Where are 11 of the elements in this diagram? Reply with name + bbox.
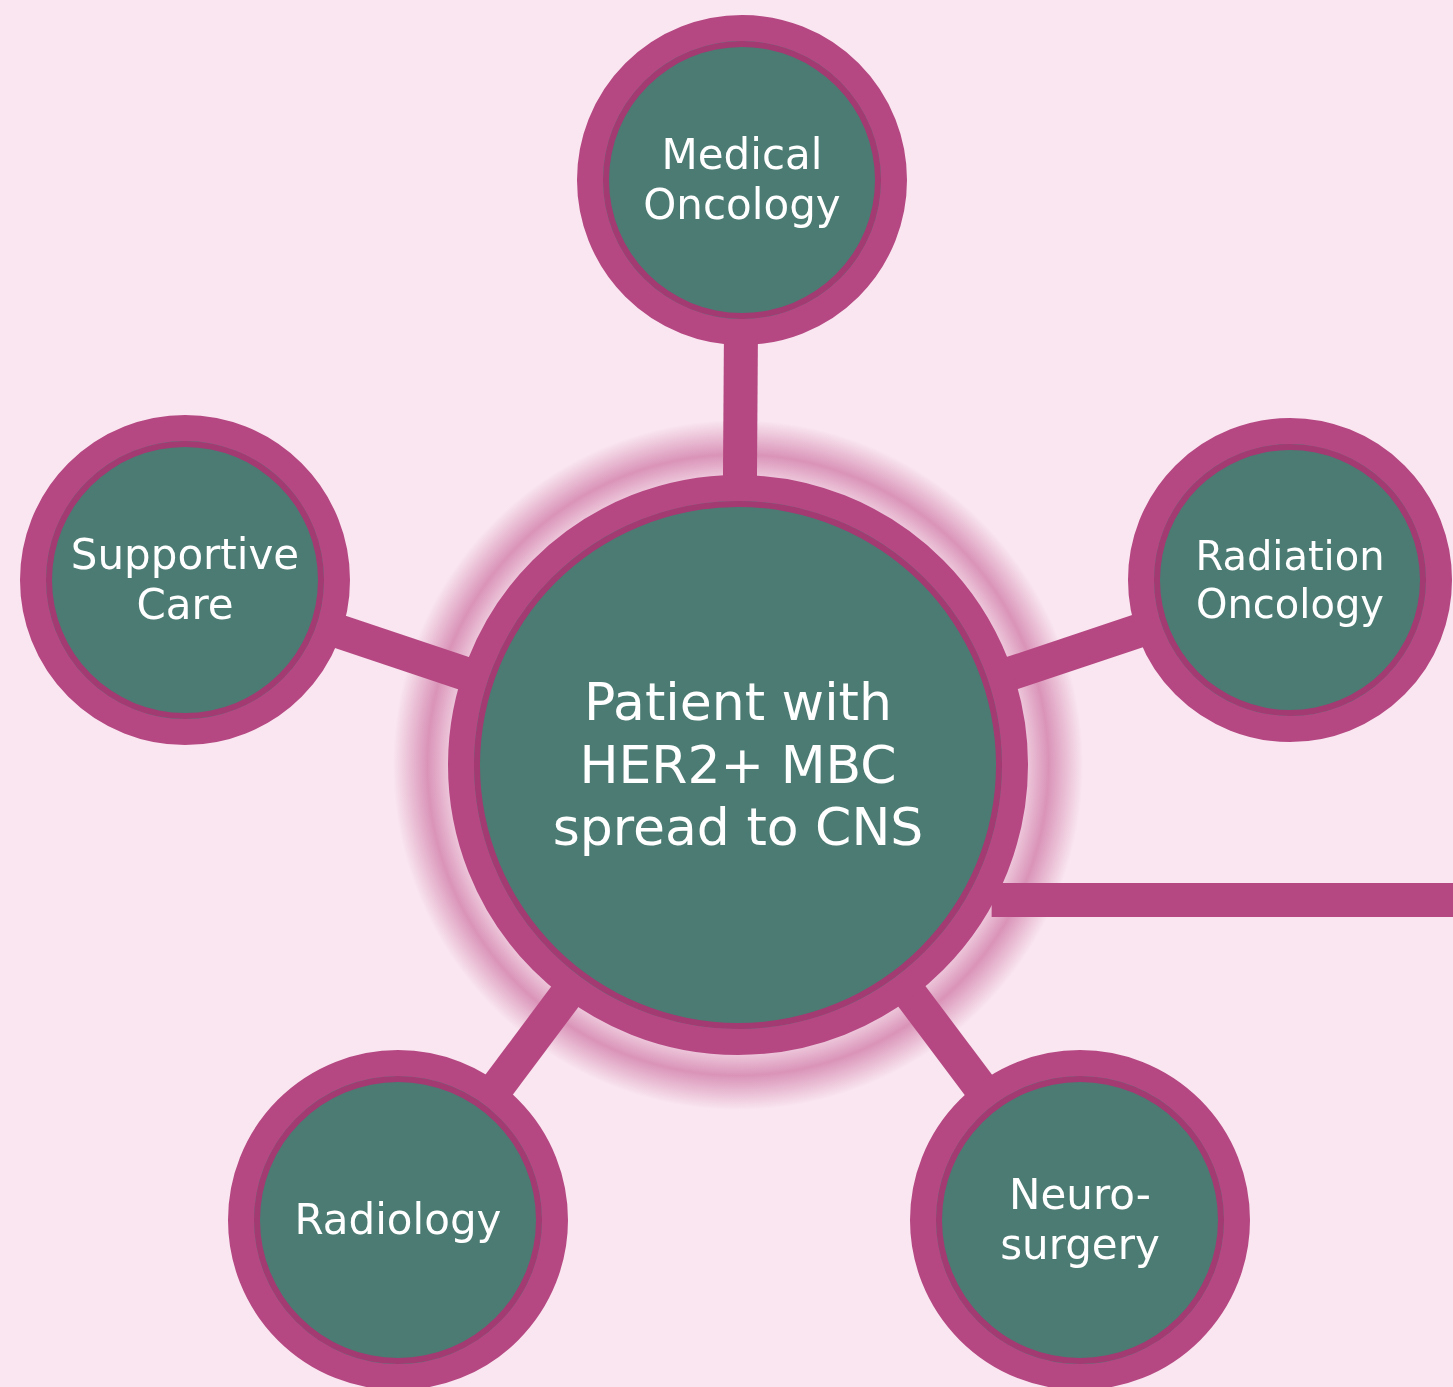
node-label: Radiation Oncology: [1194, 532, 1386, 628]
connector-line: [334, 615, 471, 690]
connector-line: [1005, 614, 1144, 690]
node-label: Neuro-surgery: [999, 1169, 1161, 1271]
node-label: Radiology: [294, 1194, 502, 1246]
node-label: Medical Oncology: [642, 129, 842, 231]
node-label: Patient with HER2+ MBC spread to CNS: [551, 671, 925, 859]
connector-line: [722, 342, 758, 478]
connector-line: [484, 985, 580, 1096]
connector-line: [991, 883, 1453, 917]
node-label: Supportive Care: [69, 529, 301, 631]
